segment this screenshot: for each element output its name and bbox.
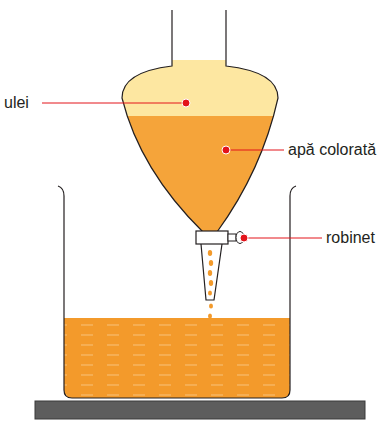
funnel-stem [201,244,222,300]
leader-lines [42,99,322,242]
beaker-liquid [64,318,290,398]
beaker [58,186,296,398]
part-label: robinet [326,228,375,248]
part-label: apă colorată [288,140,376,160]
part-label: ulei [4,93,29,113]
separatory-funnel [122,10,278,232]
tap [196,231,244,244]
base-plate [35,401,365,419]
funnel-contents [100,60,300,236]
droplets [208,250,213,319]
